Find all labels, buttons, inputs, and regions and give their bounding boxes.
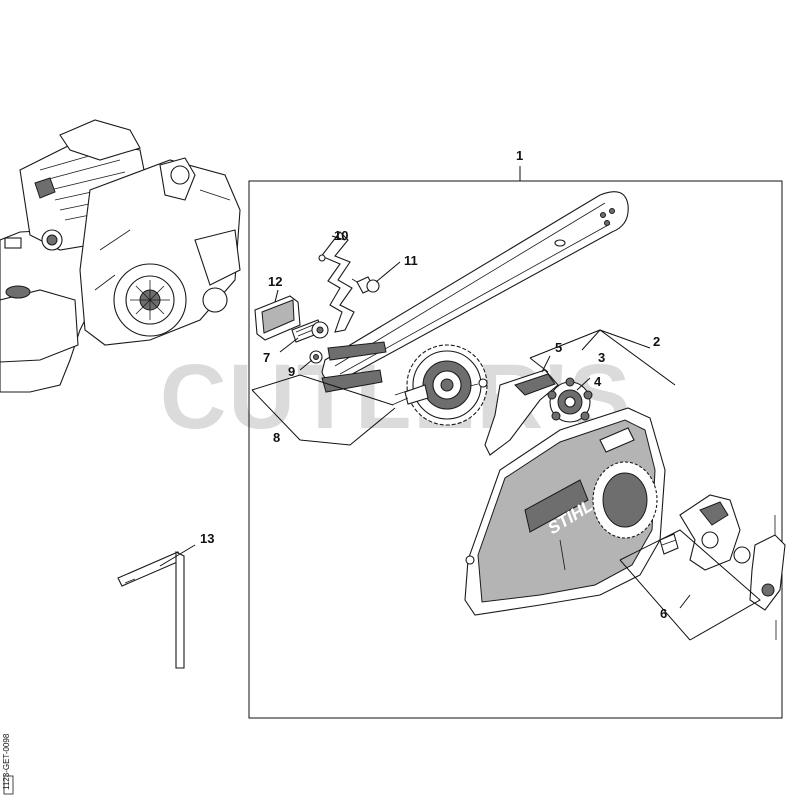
- leader-lines: [159, 235, 761, 641]
- sprocket-cover: STIHL: [464, 407, 666, 616]
- callout-8: 8: [273, 430, 280, 445]
- callout-12: 12: [268, 274, 282, 289]
- slide-12: [254, 295, 301, 341]
- spring-plate: [318, 231, 355, 333]
- callout-9: 9: [288, 364, 295, 379]
- nut-9: [309, 350, 323, 364]
- engine-housing: [0, 119, 241, 393]
- assembly-frame: [248, 180, 783, 719]
- callout-11: 11: [404, 253, 418, 268]
- clutch-parts-6: [659, 494, 786, 640]
- callout-6: 6: [660, 606, 667, 621]
- callout-4: 4: [594, 374, 602, 389]
- sprocket: [391, 344, 488, 426]
- callout-5: 5: [555, 340, 562, 355]
- callout-1: 1: [516, 148, 523, 163]
- callout-labels: 1 2 3 4 5 6 7 8 9 10 11 12 13: [200, 148, 667, 621]
- svg-text:1123-GET-0098: 1123-GET-0098: [2, 733, 11, 790]
- collar-screw-7: [291, 319, 329, 343]
- document-id: 1123-GET-0098: [2, 733, 14, 795]
- screw-11: [351, 276, 380, 294]
- small-screw: [469, 378, 488, 388]
- callout-10: 10: [334, 228, 348, 243]
- chain-catcher-5: [484, 369, 559, 456]
- tensioner-wheel-4: [547, 377, 593, 423]
- callout-13: 13: [200, 531, 214, 546]
- allen-key-13: [117, 551, 185, 669]
- callout-2: 2: [653, 334, 660, 349]
- callout-3: 3: [598, 350, 605, 365]
- callout-7: 7: [263, 350, 270, 365]
